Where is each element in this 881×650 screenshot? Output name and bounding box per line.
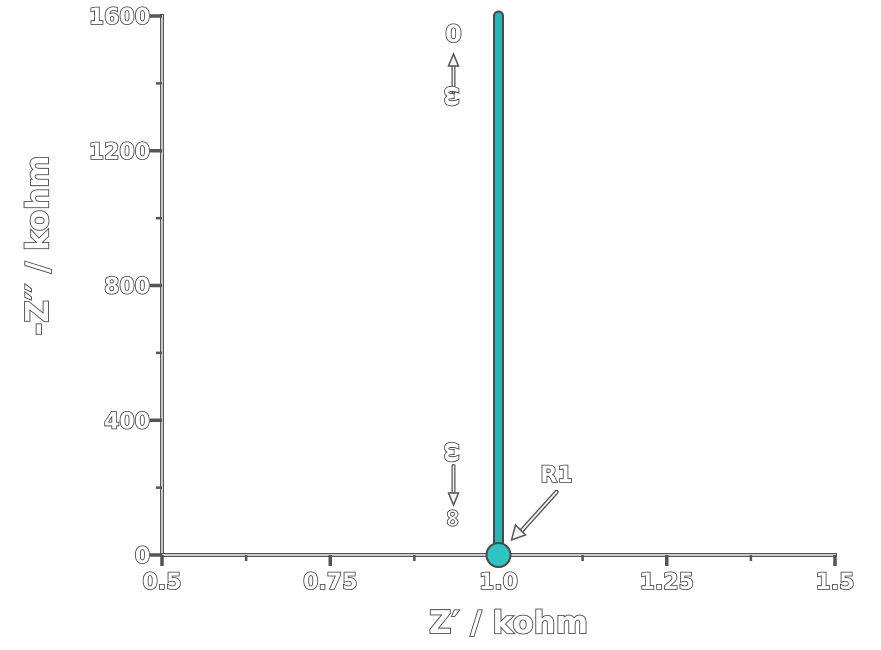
x-tick-label: 1.0 [479,570,518,595]
x-tick-label: 1.5 [816,570,855,595]
r1-label: R1 [540,463,572,488]
omega-infinity-indicator: ω ∞ [439,441,469,529]
y-tick-label: 800 [104,275,150,300]
y-tick-label: 1200 [89,140,150,165]
x-ticks: 0.5 0.75 1.0 1.25 1.5 [142,555,855,596]
omega-top-arrow-head [447,52,460,67]
omega-top-value: 0 [445,20,462,48]
x-tick-label: 0.75 [303,570,357,595]
annotations: R1 0 ω ω ∞ [439,19,573,542]
y-tick-label: 1600 [89,5,150,30]
omega-bottom-symbol: ω [440,442,468,463]
omega-bottom-value: ∞ [440,508,468,528]
y-tick-label: 400 [104,409,150,434]
omega-top-symbol: ω [440,86,468,107]
data-point [485,542,512,568]
series-layer [485,10,512,568]
r1-arrow-inner [519,491,558,533]
omega-bottom-arrow-head [447,492,460,507]
x-tick-label: 0.5 [143,570,182,595]
omega-zero-indicator: 0 ω [439,19,469,107]
x-axis-title: Z′ / kohm [429,605,588,641]
y-axis-title: -Z′′ / kohm [20,155,56,335]
y-tick-label: 0 [135,544,150,569]
r1-arrow-head [510,523,527,542]
y-ticks: 0 400 800 1200 1600 [88,4,162,570]
x-tick-label: 1.25 [640,570,694,595]
